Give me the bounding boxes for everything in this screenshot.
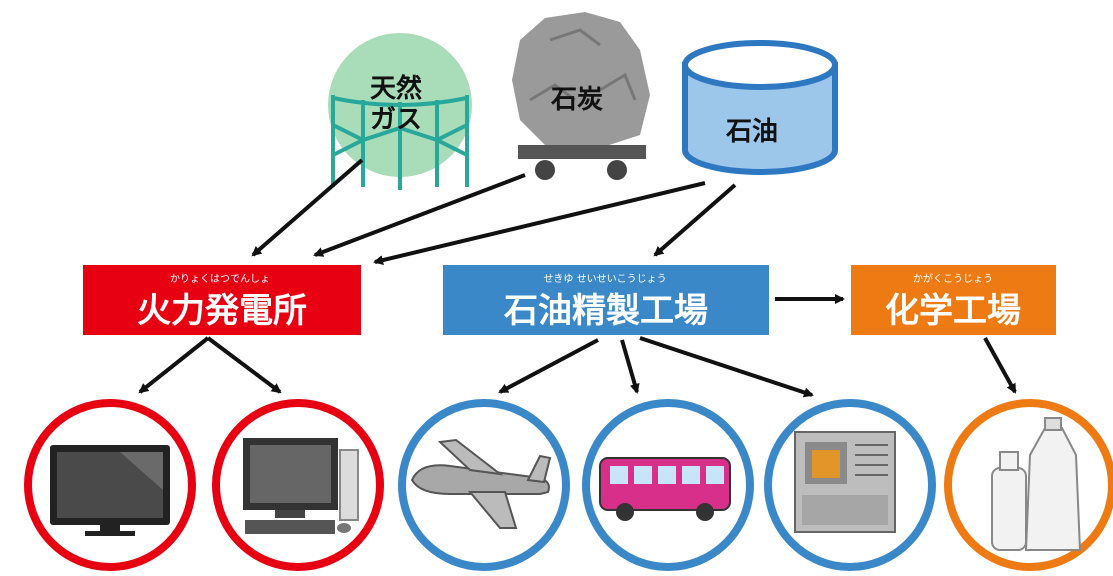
chemical-plant-label: 化学工場 (885, 291, 1021, 331)
coal-cart-icon: 石炭 (512, 12, 650, 180)
arrow-power-to-pc (206, 336, 282, 394)
bus-icon (599, 457, 731, 521)
natural-gas-label-line1: 天然 (370, 73, 422, 104)
arrow-power-to-tv (138, 336, 210, 394)
arrow-refinery-to-plane (498, 338, 599, 394)
arrows-sources (251, 158, 845, 304)
power-plant-ruby: かりょくはつでんしょ (170, 273, 270, 285)
chemical-plant-ruby: かがくこうじょう (913, 272, 993, 285)
refinery-box: せきゆ せいせいこうじょう 石油精製工場 (443, 265, 769, 335)
arrow-oil-to-power (373, 181, 706, 266)
coal-label: 石炭 (550, 85, 603, 115)
chemical-plant-box: かがくこうじょう 化学工場 (851, 265, 1056, 335)
oil-tank-icon: 石油 (682, 40, 838, 175)
desktop-computer-icon (243, 438, 359, 534)
power-plant-box: かりょくはつでんしょ 火力発電所 (83, 265, 361, 335)
product-ring-bottles (944, 399, 1113, 571)
flat-tv-icon (50, 445, 170, 536)
product-ring-tv (24, 399, 196, 571)
product-ring-heater (764, 399, 936, 571)
arrow-gas-to-power (251, 158, 364, 257)
arrow-refinery-to-bus (620, 339, 640, 394)
arrow-oil-to-refinery (653, 183, 737, 257)
oil-label: 石油 (725, 117, 778, 147)
plastic-bottles-icon (991, 417, 1082, 551)
natural-gas-label-line2: ガス (370, 105, 422, 135)
arrow-refinery-to-heater (639, 336, 814, 398)
arrow-coal-to-power (313, 173, 526, 257)
arrows-products (138, 336, 1017, 398)
arrow-chemical-to-bottles (983, 337, 1017, 394)
product-ring-bus (582, 399, 754, 571)
kerosene-heater-icon (794, 431, 896, 533)
refinery-ruby: せきゆ せいせいこうじょう (543, 273, 666, 285)
power-plant-label: 火力発電所 (137, 291, 307, 331)
airplane-icon (410, 438, 552, 529)
product-ring-plane (398, 399, 570, 571)
natural-gas-tank-icon: 天然 ガス (328, 33, 472, 190)
product-ring-pc (212, 399, 384, 571)
refinery-label: 石油精製工場 (503, 291, 708, 331)
